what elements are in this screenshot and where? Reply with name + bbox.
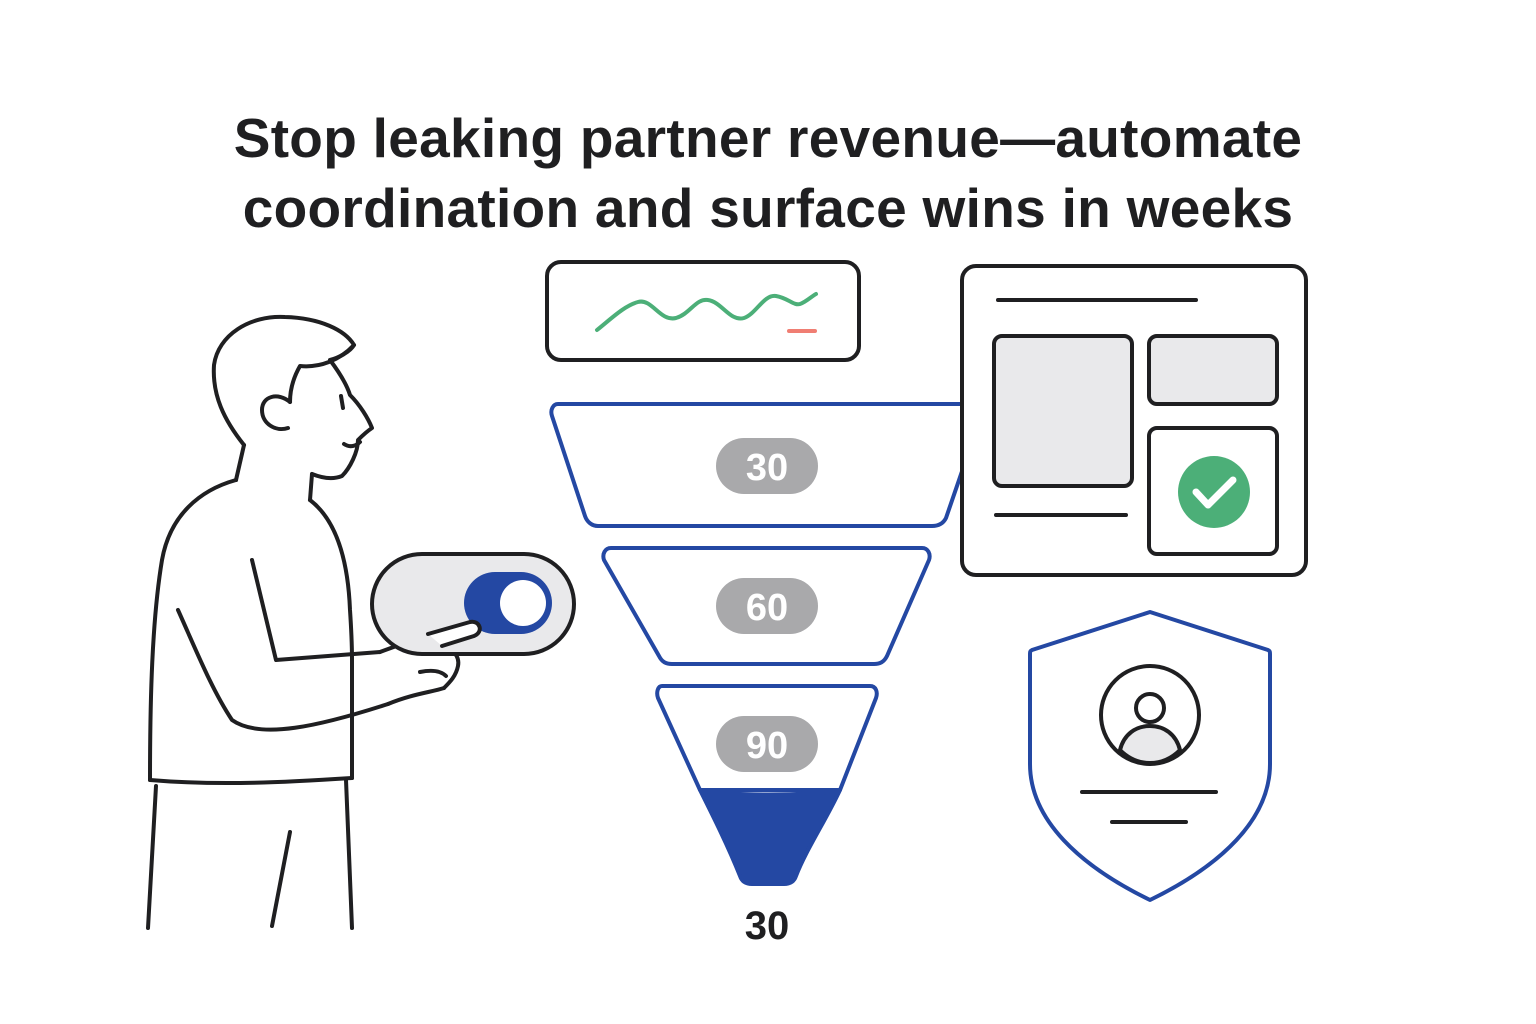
pointing-finger <box>426 619 482 648</box>
sparkline-card <box>545 260 861 362</box>
dashboard-window-icon <box>960 264 1308 577</box>
headline: Stop leaking partner revenue—automate co… <box>0 103 1536 243</box>
funnel-stage-2-label: 60 <box>746 587 788 629</box>
automation-toggle[interactable] <box>370 552 576 656</box>
headline-line-2: coordination and surface wins in weeks <box>242 176 1294 239</box>
funnel-spout <box>698 788 842 886</box>
dashboard-main-panel <box>992 334 1134 488</box>
toggle-knob[interactable] <box>500 580 546 626</box>
trend-chart-icon <box>545 260 861 362</box>
person-illustration <box>146 314 481 930</box>
sparkline-line <box>595 292 818 332</box>
funnel-stage-2-badge: 60 <box>716 578 818 634</box>
funnel-stage-1-badge: 30 <box>716 438 818 494</box>
shield-user-icon <box>1028 610 1272 902</box>
user-avatar-body <box>1118 724 1182 765</box>
check-circle-icon <box>1178 456 1250 528</box>
funnel-stage-3-label: 90 <box>746 725 788 767</box>
conversion-funnel: 30 60 90 30 <box>549 402 984 948</box>
user-avatar-head <box>1134 692 1166 724</box>
funnel-output-label: 30 <box>745 904 790 948</box>
funnel-stage-3-badge: 90 <box>716 716 818 772</box>
funnel-stage-1-label: 30 <box>746 447 788 489</box>
dashboard-side-panel <box>1147 334 1279 406</box>
headline-line-1: Stop leaking partner revenue—automate <box>233 106 1303 169</box>
